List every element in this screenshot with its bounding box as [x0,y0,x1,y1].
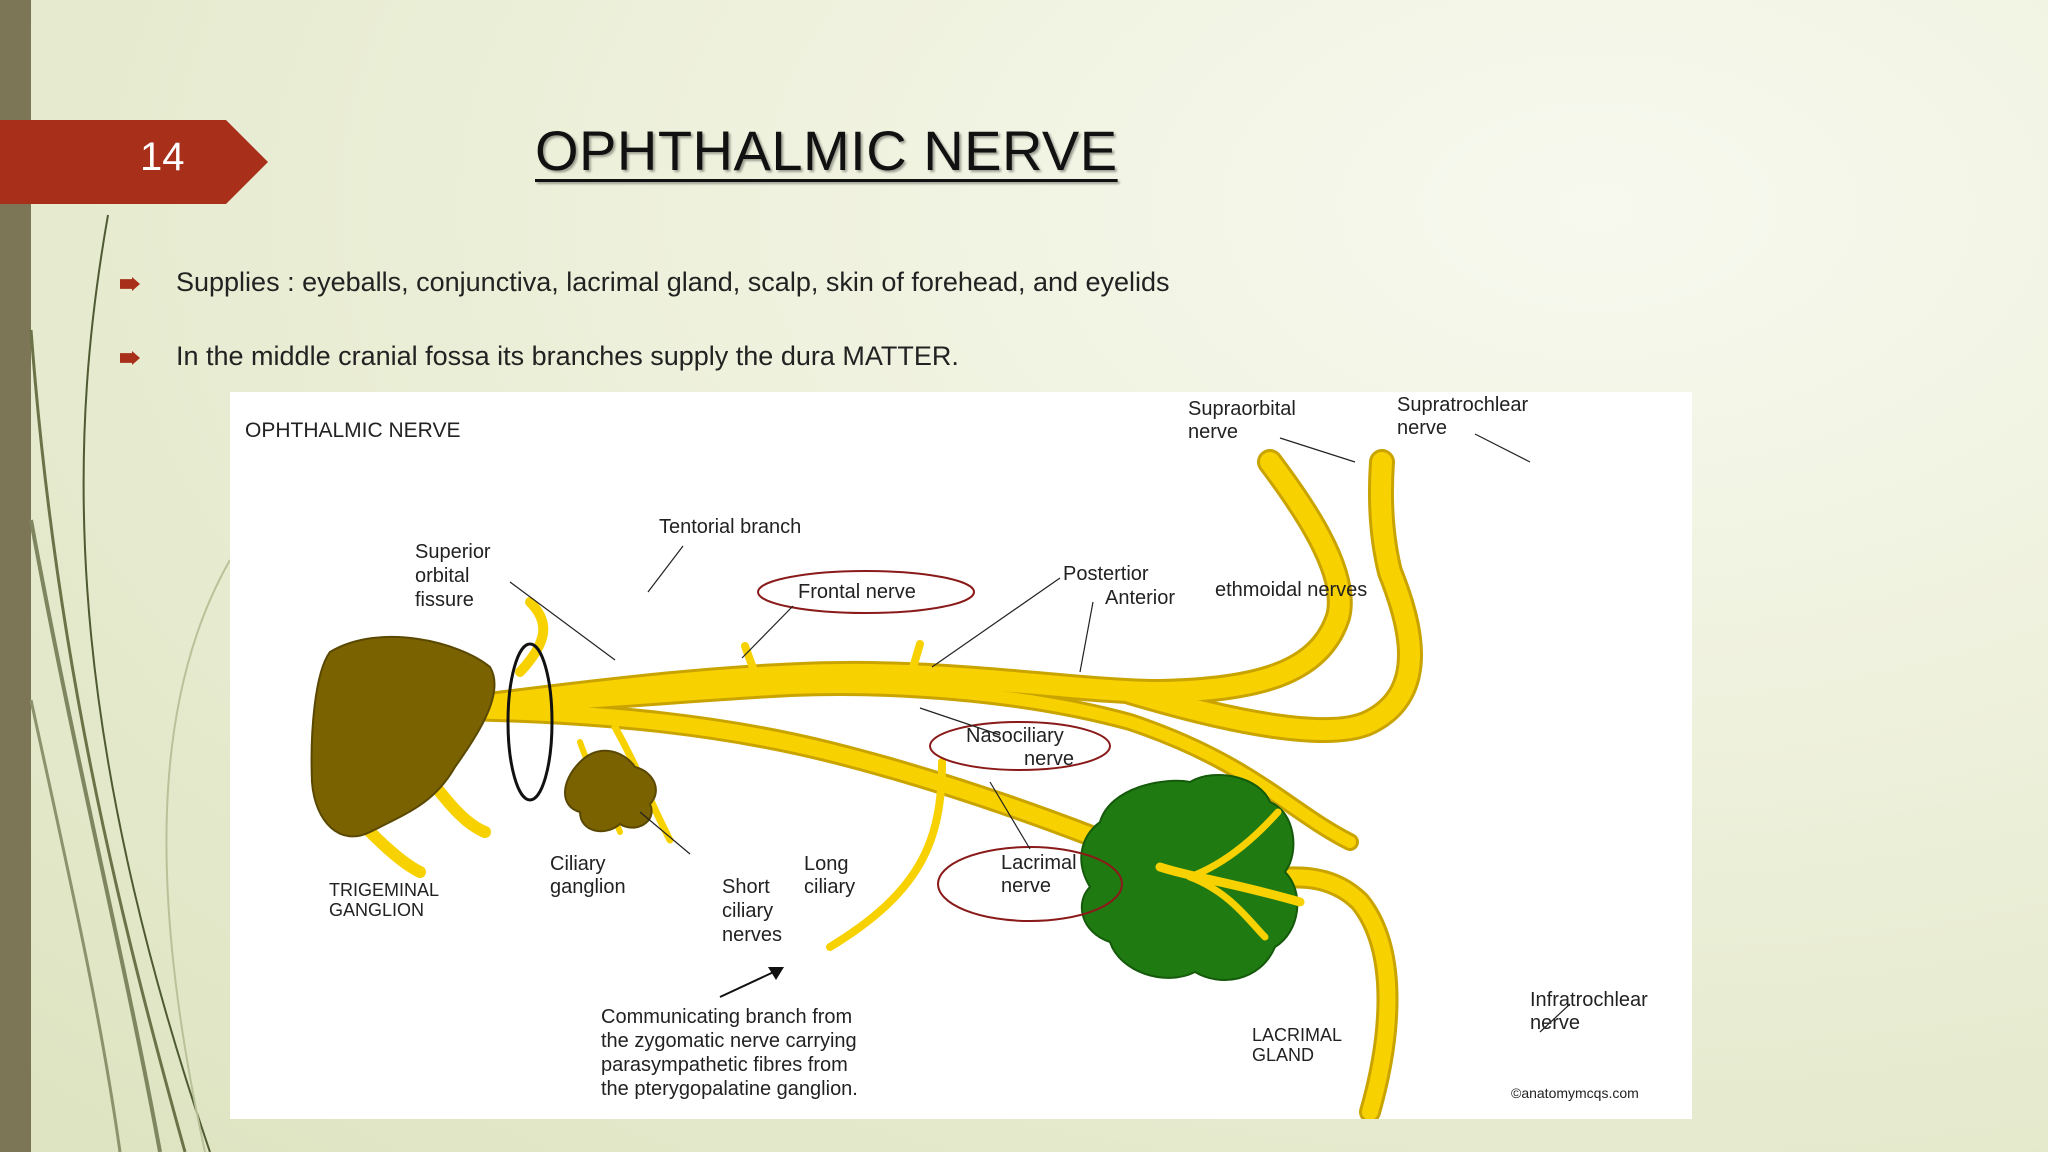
supraorbital-label: Supraorbital nerve [1188,398,1301,443]
bullet-item: In the middle cranial fossa its branches… [120,341,1620,381]
ciliary-ganglion-label: Ciliary ganglion [550,853,626,898]
superior-orbital-fissure-label: Superior orbital fissure [415,541,496,611]
communicating-arrow [719,967,784,998]
posterior-label: Postertior [1063,563,1149,585]
long-ciliary-label: Long ciliary [804,853,855,898]
supratrochlear-nerve-branch [1120,452,1420,740]
frontal-nerve-label: Frontal nerve [798,581,916,603]
frontal-nerve-ring [757,570,975,614]
decorative-grass-lines [29,214,231,1152]
bullet-item: Supplies : eyeballs, conjunctiva, lacrim… [120,267,1620,307]
trigeminal-ganglion-label: TRIGEMINAL GANGLION [329,880,443,920]
lacrimal-gland-label: LACRIMAL GLAND [1252,1025,1346,1065]
zygomatic-communicating-branch [826,758,946,951]
arrow-bullet-icon [120,277,140,291]
bullet-text: Supplies : eyeballs, conjunctiva, lacrim… [176,267,1170,297]
trigeminal-ganglion-shape [310,635,496,838]
gland-nerve-overlay [1155,808,1305,941]
figure-heading: OPHTHALMIC NERVE [245,419,461,442]
nasociliary-nerve-label: Nasociliary nerve [966,725,1074,770]
ophthalmic-nerve-diagram: OPHTHALMIC NERVE Supraorbital nerve Supr… [230,392,1692,1119]
ciliary-ganglion-shape [564,749,657,833]
supratrochlear-label: Supratrochlear nerve [1397,394,1534,439]
leader-lines [509,433,1571,1033]
communicating-branch-label: Communicating branch from the zygomatic … [601,1006,862,1100]
anterior-ethmoidal-branch [903,640,924,692]
anterior-label: Anterior [1105,587,1175,609]
diagram-canvas: OPHTHALMIC NERVE Supraorbital nerve Supr… [245,394,1653,1119]
ethmoidal-nerves-label: ethmoidal nerves [1215,579,1367,601]
lacrimal-nerve-ring [937,846,1123,922]
bullet-text: In the middle cranial fossa its branches… [176,341,959,371]
tentorial-branch [515,597,549,677]
slide-title: OPHTHALMIC NERVE [535,119,1118,182]
slide-number-tab [0,120,268,204]
lacrimal-nerve-label: Lacrimal nerve [1001,852,1082,897]
frontal-nerve-trunk [440,452,1350,720]
nasociliary-nerve-ring [929,721,1111,771]
credit-watermark: ©anatomymcqs.com [1511,1085,1639,1101]
slide-number: 14 [140,135,185,179]
tentorial-branch-label: Tentorial branch [659,516,801,538]
short-ciliary-nerves-label: Short ciliary nerves [722,876,782,946]
arrow-bullet-icon [120,351,140,365]
superior-orbital-fissure-ring [506,642,554,802]
infratrochlear-label: Infratrochlear nerve [1530,989,1653,1034]
nasociliary-nerve-branch [444,681,1356,848]
